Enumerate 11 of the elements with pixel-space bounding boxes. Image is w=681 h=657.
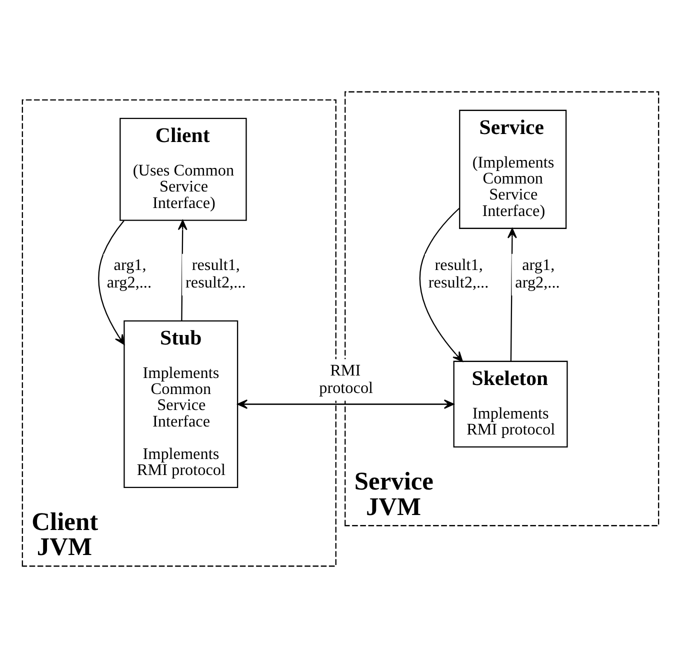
node-box: Skeleton Implements RMI protocol bbox=[453, 360, 568, 448]
node-box: Stub Implements Common Service Interface Implements RMI protocol bbox=[124, 320, 238, 488]
node-box: Service (Implements Common Service Interface) bbox=[459, 109, 567, 228]
edge-label: result1, result2,... bbox=[186, 256, 246, 292]
arrow bbox=[419, 207, 463, 362]
edge-label: arg1, arg2,... bbox=[106, 256, 152, 292]
edge-label: result1, result2,... bbox=[428, 256, 489, 292]
arrow bbox=[98, 220, 125, 344]
node-box: Client (Uses Common Service Interface) bbox=[120, 117, 247, 220]
edge-label: arg1, arg2,... bbox=[515, 256, 560, 292]
arrow bbox=[178, 219, 188, 320]
